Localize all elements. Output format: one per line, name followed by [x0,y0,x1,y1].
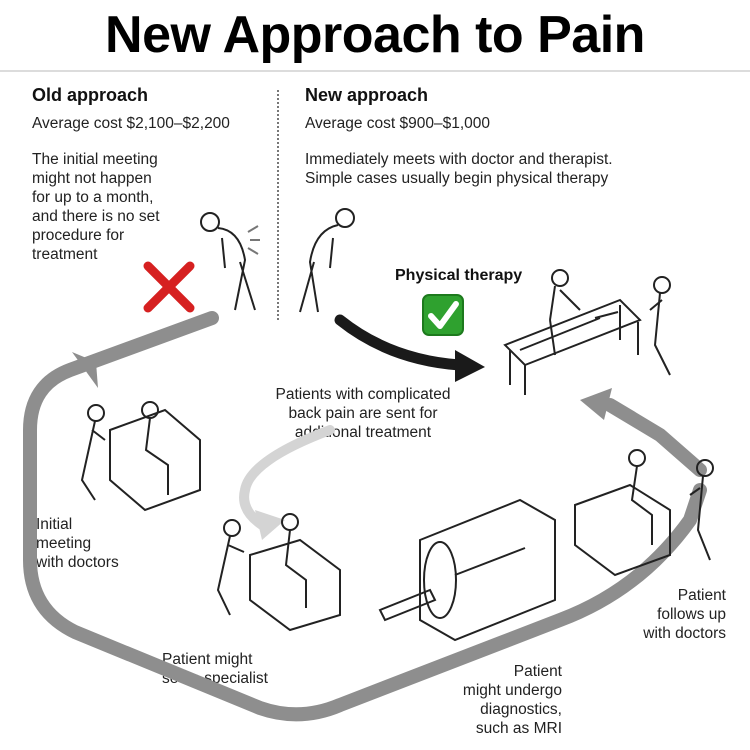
specialist-scene [216,513,341,632]
follow-up-scene [574,449,714,577]
old-desc-line: treatment [32,246,98,263]
new-approach-description: Immediately meets with doctor and therap… [305,150,613,188]
cross-icon [143,261,195,313]
therapy-table [503,269,671,395]
step-diagnostics: Patient might undergo diagnostics, such … [432,662,562,738]
note-line: back pain are sent for [288,405,438,422]
old-desc-line: for up to a month, [32,189,154,206]
step-line: with doctors [643,625,726,642]
complicated-note: Patients with complicated back pain are … [258,385,468,442]
check-icon [422,294,464,336]
approach-divider [277,90,279,320]
new-desc-line: Immediately meets with doctor and therap… [305,151,613,168]
new-approach-arrow [334,314,466,371]
old-approach-cost: Average cost $2,100–$2,200 [32,115,230,132]
patient-back-pain-new-figure [299,208,355,313]
step-line: Initial [36,516,73,533]
physical-therapy-label: Physical therapy [395,267,523,284]
step-follow-up: Patient follows up with doctors [616,586,726,643]
page-title: New Approach to Pain [105,6,645,64]
step-line: diagnostics, [480,701,562,718]
complicated-arrow [239,425,335,530]
care-loop-path [23,311,707,722]
new-approach-cost: Average cost $900–$1,000 [305,115,491,132]
step-line: Patient [513,663,562,680]
note-line: Patients with complicated [275,386,451,403]
step-line: meeting [36,535,92,552]
old-approach-description: The initial meeting might not happen for… [32,150,160,264]
new-approach-arrowhead [455,350,485,382]
old-approach-heading: Old approach [32,85,149,105]
title-underline [0,70,750,72]
old-desc-line: and there is no set [32,208,160,225]
loop-arrowhead-left [72,352,98,388]
complicated-arrowhead [255,510,285,540]
mri-machine [378,498,556,642]
new-approach-heading: New approach [305,85,429,105]
step-line: Patient [677,587,726,604]
new-desc-line: Simple cases usually begin physical ther… [305,170,609,187]
step-line: follows up [657,606,726,623]
old-desc-line: The initial meeting [32,151,158,168]
initial-meeting-scene [80,401,201,512]
step-line: Patient might [162,651,253,668]
loop-arrowhead-right [580,388,612,420]
step-line: such as MRI [475,720,562,737]
step-initial-meeting: Initial meeting with doctors [36,515,119,572]
old-desc-line: procedure for [32,227,125,244]
step-line: with doctors [36,554,119,571]
patient-back-pain-old-figure [200,212,260,311]
loop-to-therapy-path [603,398,707,477]
old-desc-line: might not happen [32,170,152,187]
step-line: might undergo [462,682,562,699]
